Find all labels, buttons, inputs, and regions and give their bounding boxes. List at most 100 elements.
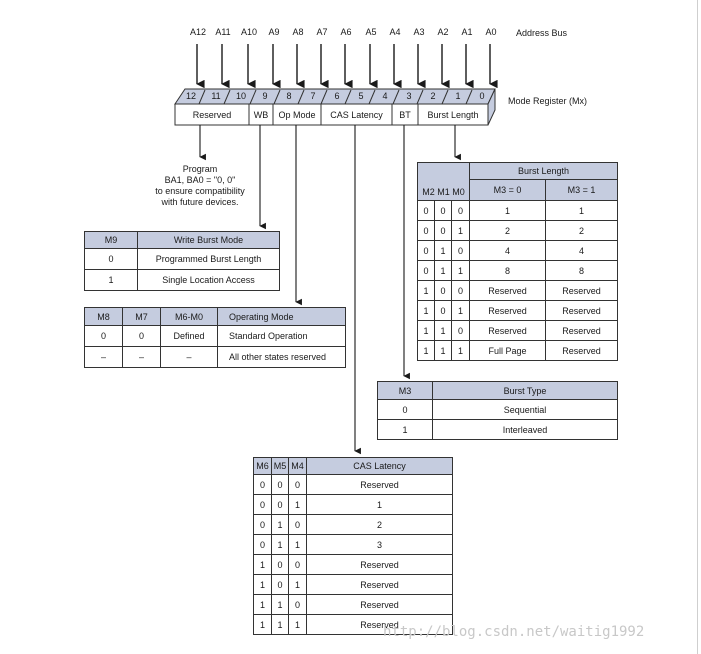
table-cell: 0 (434, 200, 452, 221)
table-cell: 8 (545, 260, 619, 281)
table-row: 1 Single Location Access (84, 269, 280, 291)
table-row: 0 1 1 8 8 (417, 260, 619, 281)
table-cell: 0 (271, 554, 289, 575)
addr-label-a11: A11 (215, 27, 231, 37)
table-cell: 2 (545, 220, 619, 241)
table-cell: Reserved (545, 300, 619, 321)
table-cell: Reserved (306, 594, 453, 615)
col-header-m3-0: M3 = 0 (469, 179, 547, 201)
register-bit-separators (198, 89, 473, 105)
reg-bit-3: 3 (406, 91, 412, 101)
table-cell: 0 (84, 248, 138, 270)
table-cell: Reserved (545, 320, 619, 341)
col-header-m6-m0: M6-M0 (160, 307, 218, 326)
program-note-line-4: with future devices. (161, 197, 239, 207)
table-cell: 1 (271, 594, 289, 615)
col-header-m5: M5 (271, 457, 289, 475)
field-burst-length: Burst Length (427, 110, 479, 120)
table-row: 1 1 0 Reserved Reserved (417, 320, 619, 341)
col-header-burst-type: Burst Type (432, 381, 618, 400)
reg-bit-9: 9 (262, 91, 268, 101)
reg-bit-6: 6 (334, 91, 340, 101)
program-note-line-3: to ensure compatibility (155, 186, 245, 196)
addr-label-a7: A7 (316, 27, 328, 37)
table-cell: 2 (469, 220, 547, 241)
reg-bit-4: 4 (382, 91, 388, 101)
table-cell: Defined (160, 325, 218, 347)
table-cell: 1 (377, 419, 433, 440)
table-cell: 0 (288, 594, 307, 615)
table-row: 1 1 1 Full Page Reserved (417, 340, 619, 361)
field-bt: BT (399, 110, 411, 120)
table-cell: 0 (253, 514, 272, 535)
addr-label-a6: A6 (340, 27, 352, 37)
addr-label-a0: A0 (485, 27, 497, 37)
table-row: 1 1 1 Reserved (253, 614, 453, 635)
table-cell: 1 (450, 260, 471, 281)
reg-bit-11: 11 (211, 91, 221, 101)
program-note-line-2: BA1, BA0 = "0, 0" (164, 175, 236, 185)
table-cell: 1 (434, 340, 452, 361)
table-row: 0 1 0 2 (253, 514, 453, 535)
table-cell: 0 (253, 494, 272, 515)
col-header-m3-1: M3 = 1 (545, 179, 619, 201)
table-cell: 1 (253, 574, 272, 595)
table-row: 0 0 0 1 1 (417, 200, 619, 221)
reg-bit-8: 8 (286, 91, 292, 101)
cas-latency-table: M6 M5 M4 CAS Latency 0 0 0 Reserved 0 0 … (253, 457, 453, 635)
table-cell: 0 (253, 534, 272, 555)
table-row: 0 1 0 4 4 (417, 240, 619, 261)
table-cell: 1 (288, 574, 307, 595)
table-cell: 1 (288, 494, 307, 515)
table-cell: 1 (84, 269, 138, 291)
table-cell: 0 (288, 474, 307, 495)
table-cell: All other states reserved (217, 346, 346, 368)
table-cell: 0 (450, 200, 471, 221)
addr-label-a3: A3 (413, 27, 425, 37)
table-cell: 1 (450, 340, 471, 361)
table-cell: 0 (84, 325, 123, 347)
table-cell: 0 (450, 280, 471, 301)
table-cell: 0 (434, 300, 452, 321)
table-cell: Sequential (432, 399, 618, 420)
table-cell: 0 (288, 554, 307, 575)
table-cell: 0 (271, 574, 289, 595)
addr-label-a10: A10 (240, 27, 257, 37)
table-cell: 1 (434, 240, 452, 261)
table-row: 0 0 1 2 2 (417, 220, 619, 241)
addr-label-a4: A4 (389, 27, 401, 37)
table-cell: 0 (450, 240, 471, 261)
col-header-m6: M6 (253, 457, 272, 475)
table-cell: – (160, 346, 218, 368)
table-cell: Reserved (545, 340, 619, 361)
table-cell: 1 (271, 534, 289, 555)
burst-length-corner: M2 M1 M0 (416, 162, 471, 201)
table-cell: 4 (545, 240, 619, 261)
page-edge-line (697, 0, 698, 654)
table-cell: Reserved (306, 554, 453, 575)
table-row: 1 0 0 Reserved Reserved (417, 280, 619, 301)
table-cell: 0 (417, 260, 435, 281)
addr-label-a12: A12 (189, 27, 206, 37)
table-cell: 1 (253, 554, 272, 575)
col-header-write-burst-mode: Write Burst Mode (137, 231, 280, 249)
table-cell: 1 (271, 614, 289, 635)
table-cell: Reserved (545, 280, 619, 301)
operating-mode-table: M8 M7 M6-M0 Operating Mode 0 0 Defined S… (84, 307, 346, 368)
table-cell: Reserved (469, 280, 547, 301)
table-cell: 1 (288, 614, 307, 635)
table-row: – – – All other states reserved (84, 346, 346, 368)
table-cell: 1 (253, 614, 272, 635)
table-cell: 0 (271, 494, 289, 515)
table-cell: 0 (377, 399, 433, 420)
table-cell: 8 (469, 260, 547, 281)
reg-bit-5: 5 (358, 91, 364, 101)
col-header-m0: M0 (452, 187, 465, 197)
table-cell: 1 (271, 514, 289, 535)
table-cell: Reserved (306, 474, 453, 495)
col-header-m1: M1 (437, 187, 450, 197)
col-header-m7: M7 (122, 307, 161, 326)
field-op-mode: Op Mode (278, 110, 316, 120)
table-row: 0 Programmed Burst Length (84, 248, 280, 270)
table-cell: Single Location Access (137, 269, 280, 291)
